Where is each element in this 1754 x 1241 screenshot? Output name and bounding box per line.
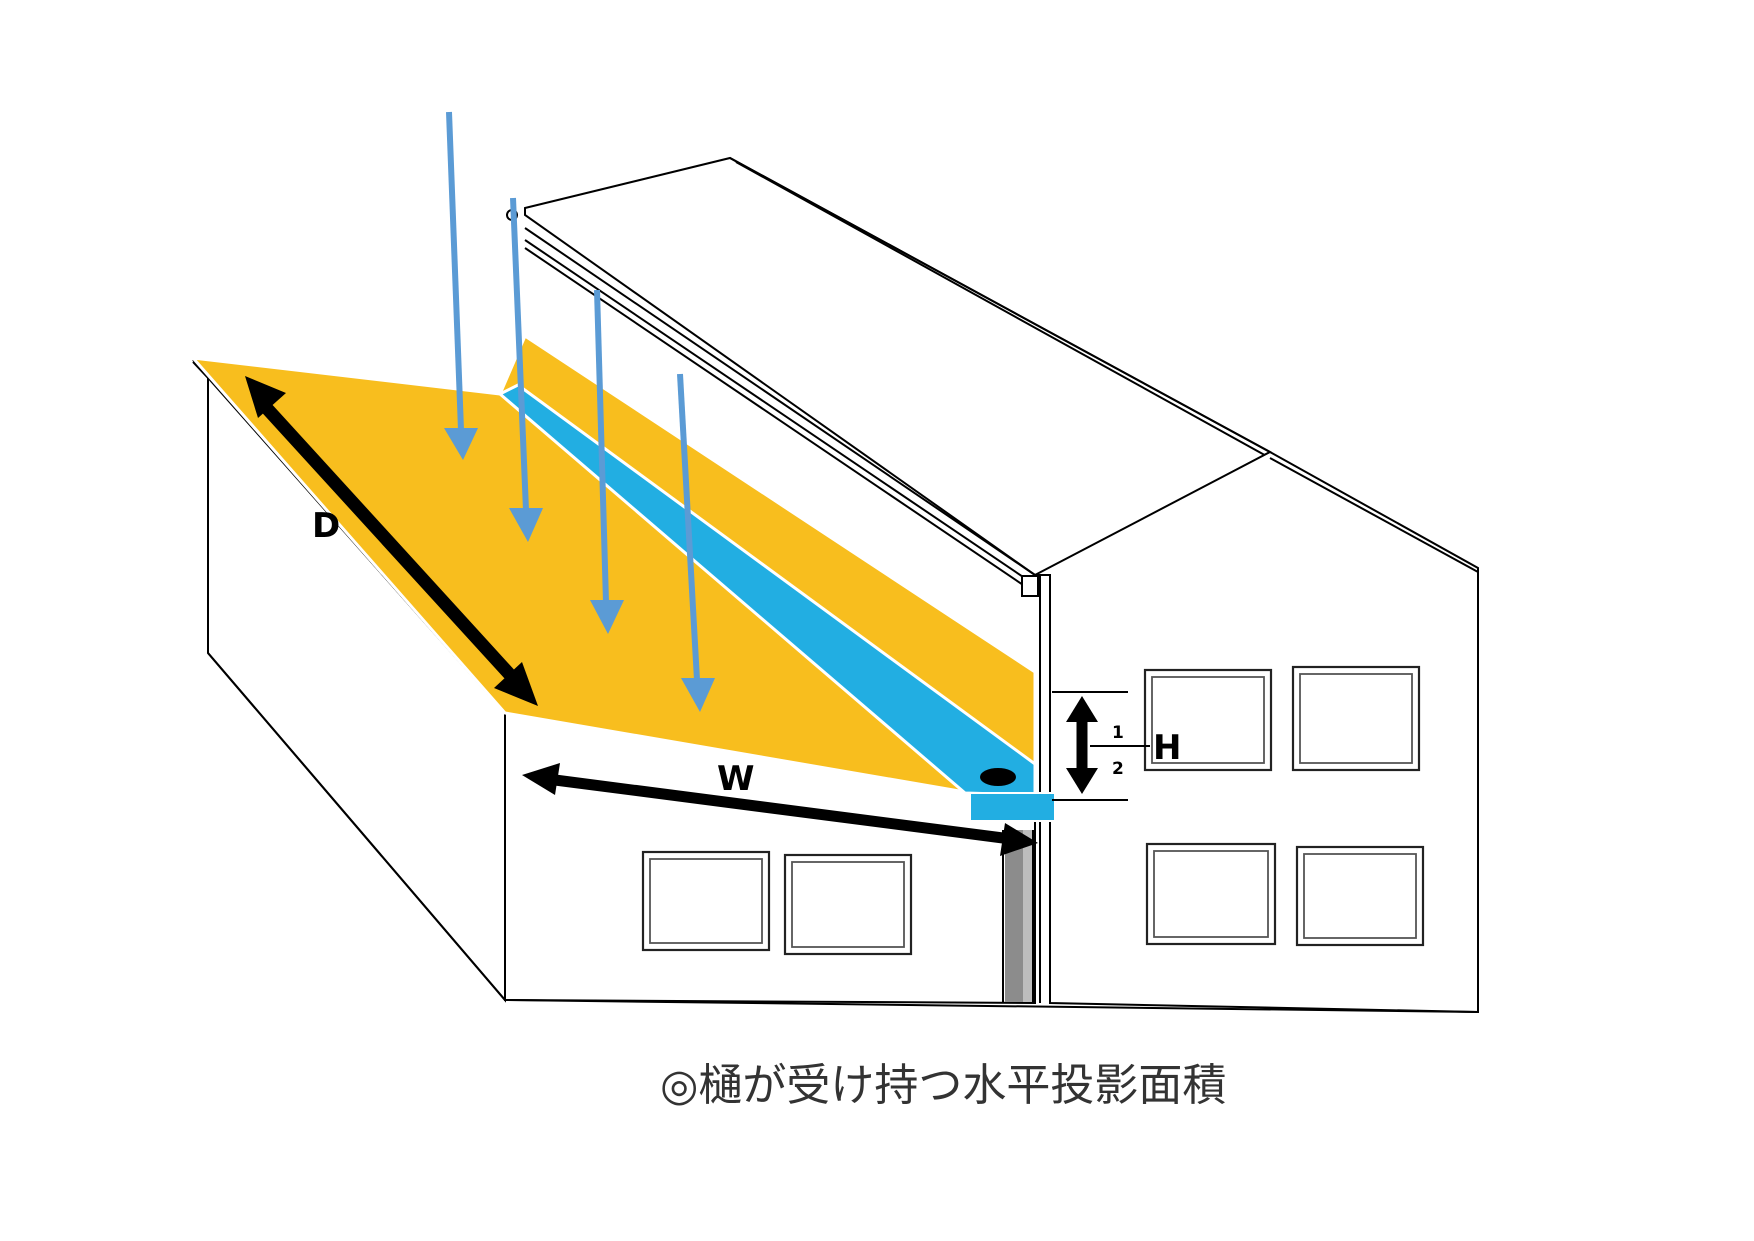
main-gutter-cap xyxy=(1021,575,1039,597)
height-label: H xyxy=(1153,728,1181,768)
window xyxy=(1295,845,1425,947)
rain-arrows xyxy=(444,111,715,712)
double-arrow-icon xyxy=(1066,696,1098,794)
down-arrow-icon xyxy=(590,289,624,634)
height-dimension xyxy=(1052,691,1150,801)
downpipe-body xyxy=(1005,830,1023,1002)
down-arrow-icon xyxy=(677,373,715,712)
width-label: W xyxy=(717,759,755,799)
gutter xyxy=(497,383,1056,822)
diagram-caption: ◎樋が受け持つ水平投影面積 xyxy=(660,1060,1226,1111)
window xyxy=(641,850,771,952)
downpipe xyxy=(1002,830,1034,1002)
gutter-channel xyxy=(497,383,1037,797)
window xyxy=(1291,665,1421,772)
window xyxy=(783,853,913,956)
main-windows xyxy=(1143,665,1425,947)
drain-hole-icon xyxy=(980,768,1016,786)
window xyxy=(1143,668,1273,772)
down-arrow-icon xyxy=(509,197,543,542)
gutter-end-box xyxy=(969,792,1056,822)
fraction-denominator: 2 xyxy=(1112,759,1124,779)
roof-catchment-area xyxy=(189,333,1037,794)
depth-label: D xyxy=(312,506,340,546)
down-arrow-icon xyxy=(444,111,478,460)
downpipe-highlight xyxy=(1023,830,1032,1002)
annex-bottom-edge xyxy=(207,652,506,1001)
main-ridge-line xyxy=(729,157,1271,453)
main-eave-line-1 xyxy=(524,227,1036,576)
window xyxy=(1145,842,1277,946)
main-eave-line-3 xyxy=(524,247,1036,594)
fraction-numerator: 1 xyxy=(1112,723,1124,743)
annex-ground-line xyxy=(504,999,1479,1013)
double-arrow-icon xyxy=(245,376,538,706)
annex-windows xyxy=(641,850,913,956)
main-gable-edge xyxy=(1269,457,1479,573)
main-ridge-line-2 xyxy=(735,161,1271,459)
main-eave-line-2 xyxy=(524,239,1036,586)
double-arrow-icon xyxy=(522,763,1038,856)
